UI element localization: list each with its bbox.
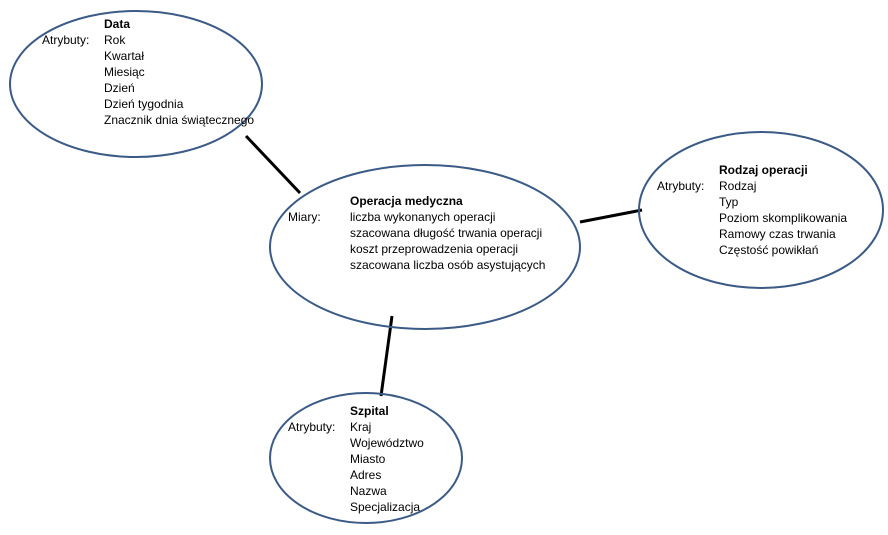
attribute-item: Miesiąc — [104, 65, 145, 79]
attributes-label-szpital: Atrybuty: — [288, 420, 336, 434]
attribute-item: Poziom skomplikowania — [719, 211, 848, 225]
attribute-item: Województwo — [350, 436, 424, 450]
entity-title-operacja-medyczna: Operacja medyczna — [350, 194, 463, 208]
measure-item: koszt przeprowadzenia operacji — [350, 242, 519, 256]
connector-fact-hospital — [379, 315, 394, 397]
measure-list: liczba wykonanych operacji szacowana dłu… — [350, 209, 545, 273]
measure-item: liczba wykonanych operacji — [350, 210, 496, 224]
attribute-item: Adres — [350, 468, 382, 482]
attribute-item: Specjalizacja — [350, 500, 421, 514]
entity-title-szpital: Szpital — [350, 404, 389, 418]
attribute-item: Dzień — [104, 81, 135, 95]
attribute-item: Ramowy czas trwania — [719, 227, 836, 241]
attribute-list-data: Rok Kwartał Miesiąc Dzień Dzień tygodnia… — [104, 32, 254, 128]
measures-label: Miary: — [288, 210, 321, 224]
ellipse-data — [9, 10, 263, 158]
measure-item: szacowana długość trwania operacji — [350, 226, 543, 240]
attribute-item: Dzień tygodnia — [104, 97, 184, 111]
attribute-item: Rodzaj — [719, 179, 757, 193]
attribute-item: Kraj — [350, 420, 372, 434]
attribute-list-rodzaj-operacji: Rodzaj Typ Poziom skomplikowania Ramowy … — [719, 178, 847, 258]
connector-data-fact — [244, 134, 302, 195]
attribute-list-szpital: Kraj Województwo Miasto Adres Nazwa Spec… — [350, 419, 424, 515]
ellipse-szpital — [269, 392, 463, 524]
measure-item: szacowana liczba osób asystujących — [350, 258, 546, 272]
attribute-item: Kwartał — [104, 49, 145, 63]
attribute-item: Nazwa — [350, 484, 387, 498]
ellipse-rodzaj-operacji — [638, 131, 884, 289]
attribute-item: Miasto — [350, 452, 386, 466]
attribute-item: Typ — [719, 195, 739, 209]
attribute-item: Częstość powikłań — [719, 243, 819, 257]
entity-title-rodzaj-operacji: Rodzaj operacji — [719, 163, 808, 177]
attributes-label-rodzaj-operacji: Atrybuty: — [657, 179, 705, 193]
attribute-item: Rok — [104, 33, 126, 47]
ellipse-operacja-medyczna — [269, 164, 581, 330]
connector-fact-operation-type — [579, 208, 643, 224]
attribute-item: Znacznik dnia świątecznego — [104, 113, 255, 127]
attributes-label-data: Atrybuty: — [42, 33, 90, 47]
entity-title-data: Data — [104, 17, 131, 31]
